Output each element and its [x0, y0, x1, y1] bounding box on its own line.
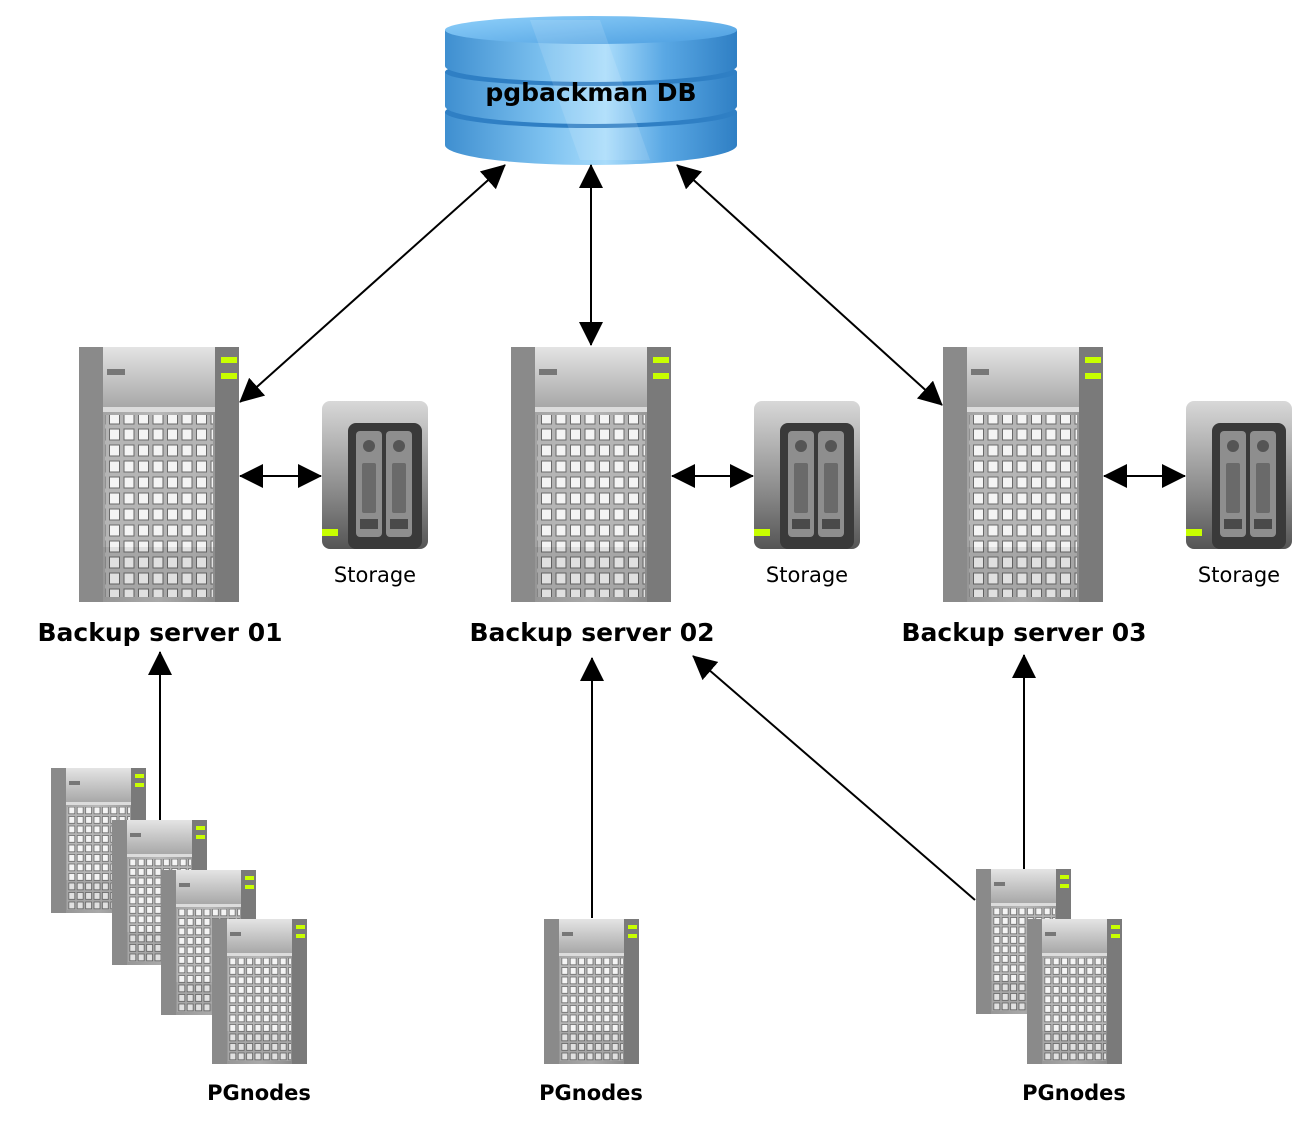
- pgnodes-group-1: PGnodes: [51, 768, 311, 1105]
- server-icon: [511, 347, 671, 602]
- backup-server-label: Backup server 01: [37, 618, 282, 647]
- backup-server-label: Backup server 02: [469, 618, 714, 647]
- server-icon: [943, 347, 1103, 602]
- pgnode-server-icon: [1027, 919, 1122, 1064]
- storage-icon: [754, 401, 860, 549]
- storage-label: Storage: [1198, 563, 1280, 587]
- backup-server-02: Storage Backup server 02: [469, 347, 860, 647]
- db-connections: [239, 164, 943, 406]
- backup-server-03: Storage Backup server 03: [901, 347, 1292, 647]
- pgnode-server-icon: [212, 919, 307, 1064]
- database: pgbackman DB: [445, 16, 737, 165]
- storage-icon: [1186, 401, 1292, 549]
- pgnodes-group-2: PGnodes: [539, 919, 643, 1105]
- connector-pgnodes3-backup02: [692, 655, 976, 901]
- pgnodes-label: PGnodes: [207, 1081, 311, 1105]
- storage-label: Storage: [766, 563, 848, 587]
- backup-server-label: Backup server 03: [901, 618, 1146, 647]
- backup-server-01: Storage Backup server 01: [37, 347, 428, 647]
- storage-label: Storage: [334, 563, 416, 587]
- connector-db-backup03: [676, 164, 943, 406]
- pgnodes-label: PGnodes: [1022, 1081, 1126, 1105]
- server-icon: [79, 347, 239, 602]
- database-label: pgbackman DB: [485, 78, 696, 107]
- pgnode-server-icon: [544, 919, 639, 1064]
- connector-db-backup01: [239, 164, 506, 403]
- storage-icon: [322, 401, 428, 549]
- pgnodes-group-3: PGnodes: [976, 869, 1126, 1105]
- pgnode-connections: [148, 651, 1036, 918]
- database-icon: [445, 16, 737, 165]
- pgnodes-label: PGnodes: [539, 1081, 643, 1105]
